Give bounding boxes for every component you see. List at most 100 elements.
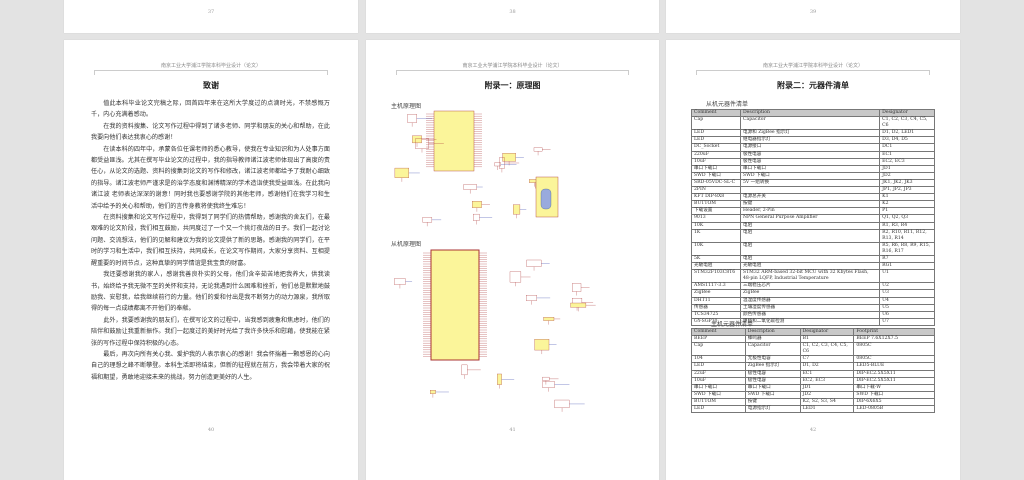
- table-cell: STM32 ARM-based 32-bit MCU with 32 Kbyte…: [739, 269, 881, 284]
- table-cell: 10K: [691, 241, 741, 256]
- schematic-mark: [433, 110, 475, 172]
- page-40: 南京工业大学浦江学院本科毕业设计（论文） 致谢 值此本科毕业论文完稿之际，回首四…: [64, 40, 358, 480]
- master-bom-label: 主机元器件清单: [711, 321, 754, 328]
- page-number: 42: [809, 427, 817, 433]
- page-38: 38: [366, 0, 659, 33]
- table-cell: BEEP: [691, 335, 746, 344]
- table-cell: R2, R10, R11, R12, R13, R14: [879, 228, 935, 243]
- page-header: 南京工业大学浦江学院本科毕业设计（论文）: [762, 63, 863, 69]
- table-cell: R5, R6, R8, R9, R15, R16, R17: [879, 241, 935, 256]
- table-cell: LED: [691, 129, 741, 138]
- table-cell: 电阻: [739, 228, 881, 243]
- schematic-mark: [394, 167, 410, 178]
- table-cell: SWD 下载口: [744, 390, 801, 399]
- table-cell: Cap: [691, 116, 741, 131]
- table-cell: 电阻: [739, 221, 881, 230]
- table-cell: ZigBee: [691, 289, 741, 298]
- table-cell: 按键: [739, 200, 881, 209]
- table-cell: 0805C: [853, 342, 935, 357]
- table-cell: 温湿度传感器: [739, 296, 881, 305]
- column-header: Comment: [691, 327, 746, 337]
- table-cell: 极性电容: [739, 150, 881, 159]
- table-cell: 9013: [691, 214, 741, 223]
- header-rule: [396, 70, 629, 75]
- schematic-mark: [391, 109, 596, 234]
- master-schematic-image: [391, 109, 596, 234]
- table-cell: 电源接口: [739, 143, 881, 152]
- table-cell: K1: [879, 193, 935, 202]
- table-cell: 5K: [691, 254, 741, 264]
- paragraph: 我还要感谢我的家人，感谢我善良朴实的父母，他们含辛茹苦地把我养大，供我读书，始终…: [91, 271, 330, 313]
- table-cell: Capacitor: [744, 342, 801, 357]
- table-cell: 蜂鸣器: [744, 335, 801, 344]
- table-cell: DIP-6X6X5: [853, 397, 935, 407]
- schematic-mark: [391, 248, 596, 423]
- table-cell: 10uF: [691, 157, 741, 166]
- table-cell: Capacitor: [739, 116, 881, 131]
- table-cell: JP1, JP2, JP3: [879, 186, 935, 195]
- table-cell: C7: [799, 355, 855, 364]
- table-cell: 光敏电阻: [739, 262, 881, 271]
- page-number: 37: [207, 9, 215, 15]
- page-42: 南京工业大学浦江学院本科毕业设计（论文） 附录二：元器件清单 从机元器件清单 C…: [666, 40, 960, 480]
- table-cell: BEEP 7.6X12X7.5: [853, 335, 935, 344]
- table-cell: 22uF: [691, 369, 746, 378]
- table-cell: DC1: [879, 143, 935, 152]
- table-cell: 电源和 ZigBee 指示灯: [739, 129, 881, 138]
- master-schematic-label: 主机原理图: [391, 103, 422, 110]
- paragraph: 在我的资料搜集、论文写作过程中得到了诸多老师、同学和朋友的关心和帮助，在此我要向…: [91, 122, 330, 142]
- table-cell: BUTTOM: [691, 397, 746, 407]
- table-cell: EC2, EC3: [879, 157, 935, 166]
- column-header: Designator: [879, 108, 935, 118]
- column-header: Designator: [799, 327, 855, 337]
- table-cell: TCS34725: [691, 310, 741, 319]
- schematic-mark: [412, 135, 422, 144]
- table-cell: LED5-BLUE: [853, 362, 935, 371]
- page-number: 40: [207, 427, 215, 433]
- table-cell: AMS1117-3.3: [691, 282, 741, 291]
- table-cell: 传感器: [691, 303, 741, 312]
- schematic-mark: [534, 339, 550, 351]
- table-cell: 1K: [691, 228, 741, 243]
- slave-bom-label: 从机元器件清单: [706, 101, 749, 108]
- table-cell: D1, D2, LED1: [879, 129, 935, 138]
- table-cell: K2, S2, S3, S4: [799, 397, 855, 407]
- table-cell: JD2: [879, 171, 935, 180]
- table-cell: LED: [691, 405, 746, 414]
- table-cell: 电阻: [739, 241, 881, 256]
- table-cell: 220uF: [691, 150, 741, 159]
- table-cell: DIP-EC2.5X5X11: [853, 376, 935, 385]
- page-header: 南京工业大学浦江学院本科毕业设计（论文）: [462, 63, 563, 69]
- paragraph: 最后，再次向所有关心我、爱护我的人表示衷心的感谢！我会怀揣着一颗感恩的心向自己的…: [91, 350, 330, 381]
- table-cell: 串口下载口: [691, 164, 741, 173]
- table-cell: Cap: [691, 342, 746, 357]
- table-cell: D1, D2: [799, 362, 855, 371]
- table-cell: SWD 下载口: [691, 171, 741, 180]
- paragraph: 值此本科毕业论文完稿之际，回首四年来在这所大学度过的点滴时光，不禁感慨万千，内心…: [91, 100, 330, 119]
- table-cell: DHT11: [691, 296, 741, 305]
- header-rule: [696, 70, 930, 75]
- table-cell: DIP-EC2.5X5X11: [853, 369, 935, 378]
- table-cell: EC1: [879, 150, 935, 159]
- page-number: 39: [809, 9, 817, 15]
- table-cell: KFT DIP-8X8: [691, 193, 741, 202]
- paragraph: 在资料搜集和论文写作过程中，我得到了同学们的热情帮助，感谢我的舍友们，在最艰难的…: [91, 214, 330, 267]
- table-cell: SRD-05VDC-SL-C: [691, 178, 741, 188]
- table-cell: 甲醛和二氧化碳检测: [739, 317, 881, 326]
- header-rule: [94, 70, 328, 75]
